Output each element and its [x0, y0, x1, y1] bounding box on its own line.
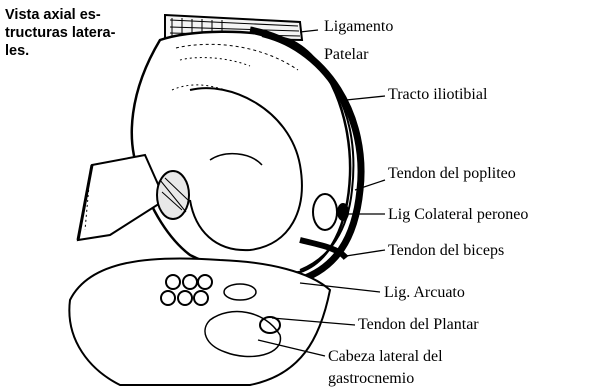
label-tendon-plantar: Tendon del Plantar	[358, 316, 479, 334]
label-cabeza-lateral-line1: Cabeza lateral del	[328, 348, 443, 366]
label-tendon-biceps: Tendon del biceps	[388, 242, 504, 260]
label-ligamento-patelar-line1: Ligamento	[324, 18, 393, 36]
figure-title: Vista axial es- tructuras latera- les.	[5, 6, 155, 60]
popliteus-tendon	[157, 171, 189, 219]
label-cabeza-lateral-line2: gastrocnemio	[328, 370, 414, 388]
posterior-structures	[69, 258, 330, 385]
label-tendon-popliteo: Tendon del popliteo	[388, 165, 516, 183]
label-lig-arcuato: Lig. Arcuato	[384, 284, 465, 302]
label-ligamento-patelar-line2: Patelar	[324, 46, 368, 64]
label-lig-colateral-peroneo: Lig Colateral peroneo	[388, 206, 528, 224]
label-tracto-iliotibial: Tracto iliotibial	[388, 86, 487, 104]
